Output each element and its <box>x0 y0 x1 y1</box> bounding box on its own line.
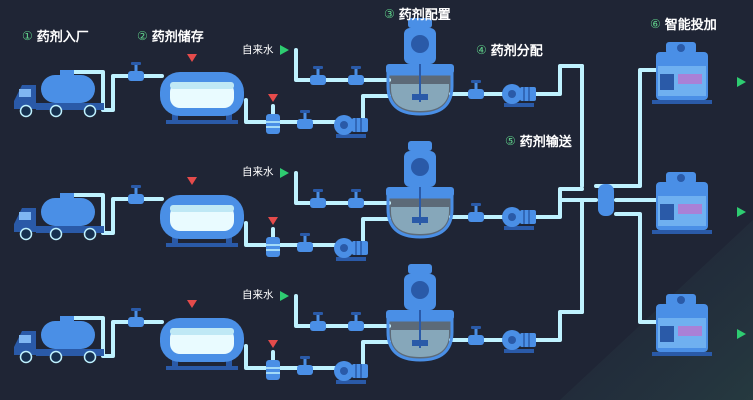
equipment-layer <box>14 18 746 384</box>
valve-icon <box>468 80 484 99</box>
step-5-number: ⑤ <box>505 133 516 148</box>
pump-icon <box>334 361 368 384</box>
mixing-reactor-icon <box>386 264 454 362</box>
alarm-marker-icon <box>268 94 278 102</box>
row-1-pipe-pump-to-reactor <box>361 94 391 122</box>
valve-icon <box>297 233 313 252</box>
mixing-reactor-icon <box>386 141 454 239</box>
step-4-text: 药剂分配 <box>490 44 543 59</box>
manifold-icon <box>598 184 614 216</box>
tanker-truck-icon <box>14 316 104 364</box>
step-5-text: 药剂输送 <box>519 135 572 150</box>
storage-tank-icon <box>160 195 244 247</box>
step-6-label: ⑥ 智能投加 <box>650 14 717 34</box>
step-3-number: ③ <box>384 6 395 21</box>
alarm-marker-icon <box>187 300 197 308</box>
valve-icon <box>348 312 364 331</box>
row-2-pipe-water <box>294 171 391 205</box>
valve-icon <box>128 308 144 327</box>
row-3-pipe-tank-outlet <box>244 344 348 370</box>
step-2-number: ② <box>137 28 148 43</box>
row-1-pipe-tank-outlet <box>244 98 348 124</box>
valve-icon <box>310 189 326 208</box>
pump-icon <box>334 115 368 138</box>
valve-icon <box>128 62 144 81</box>
flow-arrow-icon <box>737 77 746 87</box>
valve-icon <box>348 189 364 208</box>
valve-icon <box>468 326 484 345</box>
pump-icon <box>502 207 536 230</box>
valve-icon <box>310 66 326 85</box>
valve-icon <box>348 66 364 85</box>
process-line-2 <box>14 141 536 261</box>
step-3-text: 药剂配置 <box>398 8 451 23</box>
row-2-pipe-pump-to-reactor <box>361 217 391 245</box>
step-4-label: ④ 药剂分配 <box>476 40 543 60</box>
flow-arrow-icon <box>737 207 746 217</box>
alarm-marker-icon <box>187 177 197 185</box>
step-3-label: ③ 药剂配置 <box>384 4 451 24</box>
step-4-number: ④ <box>476 42 487 57</box>
storage-tank-icon <box>160 318 244 370</box>
filter-icon <box>266 360 280 380</box>
tanker-truck-icon <box>14 70 104 118</box>
pipe-to-doser-1 <box>594 68 658 188</box>
storage-tank-icon <box>160 72 244 124</box>
step-2-label: ② 药剂储存 <box>137 26 204 46</box>
flow-arrow-icon <box>280 45 289 55</box>
filter-icon <box>266 237 280 257</box>
process-line-1 <box>14 18 536 138</box>
row-2-pipe-tank-outlet <box>244 221 348 247</box>
tap-water-label-2: 自来水 <box>242 166 274 178</box>
alarm-marker-icon <box>268 340 278 348</box>
tanker-truck-icon <box>14 193 104 241</box>
valve-icon <box>297 356 313 375</box>
alarm-marker-icon <box>268 217 278 225</box>
tap-water-label-3: 自来水 <box>242 289 274 301</box>
dosing-unit-icon <box>652 172 712 234</box>
valve-icon <box>310 312 326 331</box>
alarm-marker-icon <box>187 54 197 62</box>
filter-icon <box>266 114 280 134</box>
step-6-text: 智能投加 <box>664 18 717 33</box>
step-5-label: ⑤ 药剂输送 <box>505 131 572 151</box>
row-3-pipe-pump-to-reactor <box>361 340 391 368</box>
row-1-pipe-water <box>294 48 391 82</box>
step-2-text: 药剂储存 <box>151 30 204 45</box>
tap-water-label-1: 自来水 <box>242 44 274 56</box>
flow-arrow-icon <box>737 329 746 339</box>
valve-icon <box>468 203 484 222</box>
step-1-label: ① 药剂入厂 <box>22 26 89 46</box>
flow-arrow-icon <box>280 291 289 301</box>
step-6-number: ⑥ <box>650 16 661 31</box>
pump-icon <box>502 84 536 107</box>
valve-icon <box>128 185 144 204</box>
process-line-3 <box>14 264 536 384</box>
pump-icon <box>502 330 536 353</box>
dosing-unit-icon <box>652 42 712 104</box>
pump-icon <box>334 238 368 261</box>
pipe-to-doser-3 <box>614 212 658 324</box>
step-1-text: 药剂入厂 <box>36 30 89 45</box>
flow-arrow-icon <box>280 168 289 178</box>
step-1-number: ① <box>22 28 33 43</box>
mixing-reactor-icon <box>386 18 454 116</box>
dosing-unit-icon <box>652 294 712 356</box>
row-3-pipe-water <box>294 294 391 328</box>
valve-icon <box>297 110 313 129</box>
